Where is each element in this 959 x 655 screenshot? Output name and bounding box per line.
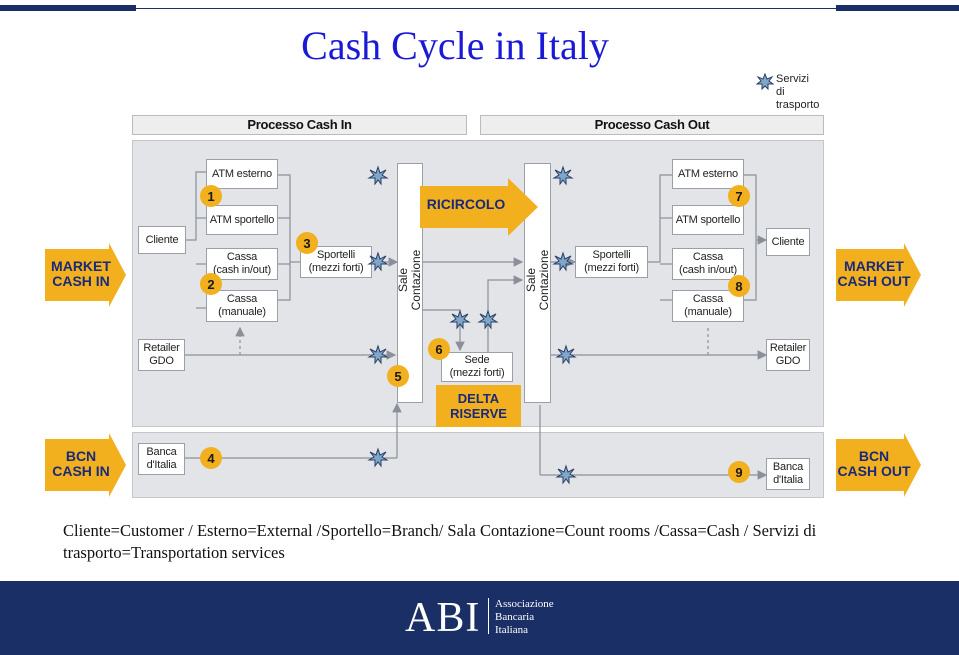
step-number: 8 xyxy=(728,275,750,297)
step-number: 9 xyxy=(728,461,750,483)
market-cash-in-arrow xyxy=(45,243,126,307)
footnote: Cliente=Customer / Esterno=External /Spo… xyxy=(63,521,817,562)
star-icon xyxy=(367,251,389,272)
right-atm-sportello-box: ATM sportello xyxy=(672,205,744,235)
sale-contazione-left xyxy=(397,163,423,403)
right-retailer-box: Retailer GDO xyxy=(766,339,810,371)
star-icon xyxy=(555,464,577,485)
right-cassa-manuale-box: Cassa (manuale) xyxy=(672,290,744,322)
star-icon xyxy=(449,309,471,330)
bcn-panel xyxy=(132,432,824,498)
legend-label: Servizi di trasporto xyxy=(776,73,820,111)
header-cash-in: Processo Cash In xyxy=(132,115,467,135)
delta-riserve-box: DELTA RISERVE xyxy=(436,385,521,427)
right-atm-esterno-box: ATM esterno xyxy=(672,159,744,189)
page-title: Cash Cycle in Italy xyxy=(301,23,609,68)
left-banca-box: Banca d'Italia xyxy=(138,443,185,475)
star-icon xyxy=(555,344,577,365)
star-icon xyxy=(367,447,389,468)
bcn-cash-in-arrow xyxy=(45,433,126,497)
logo-divider xyxy=(488,598,489,634)
step-number: 6 xyxy=(428,338,450,360)
step-number: 1 xyxy=(200,185,222,207)
star-icon xyxy=(755,72,775,91)
star-icon xyxy=(367,344,389,365)
left-cassa-manuale-box: Cassa (manuale) xyxy=(206,290,278,322)
sede-box: Sede (mezzi forti) xyxy=(441,352,513,382)
star-icon xyxy=(477,309,499,330)
ricircolo-label: RICIRCOLO xyxy=(426,196,506,212)
star-icon xyxy=(552,165,574,186)
footer-bar xyxy=(0,581,959,655)
header-cash-out: Processo Cash Out xyxy=(480,115,824,135)
left-sportelli-box: Sportelli (mezzi forti) xyxy=(300,246,372,278)
step-number: 7 xyxy=(728,185,750,207)
ricircolo-arrow xyxy=(420,178,538,236)
top-bar-left xyxy=(0,5,136,11)
abi-logo: ABI xyxy=(405,595,481,641)
top-bar-right xyxy=(836,5,959,11)
left-atm-sportello-box: ATM sportello xyxy=(206,205,278,235)
step-number: 2 xyxy=(200,273,222,295)
bcn-cash-out-arrow xyxy=(836,433,921,497)
step-number: 3 xyxy=(296,232,318,254)
step-number: 4 xyxy=(200,447,222,469)
abi-org-name: Associazione Bancaria Italiana xyxy=(495,598,554,636)
right-cassa-inout-box: Cassa (cash in/out) xyxy=(672,248,744,280)
market-cash-in-label: MARKET CASH IN xyxy=(51,258,111,289)
star-icon xyxy=(367,165,389,186)
bcn-cash-out-label: BCN CASH OUT xyxy=(837,448,911,479)
step-number: 5 xyxy=(387,365,409,387)
left-atm-esterno-box: ATM esterno xyxy=(206,159,278,189)
left-retailer-box: Retailer GDO xyxy=(138,339,185,371)
right-sportelli-box: Sportelli (mezzi forti) xyxy=(575,246,648,278)
right-cliente-box: Cliente xyxy=(766,228,810,256)
legend: Servizi di trasporto xyxy=(755,72,819,111)
right-banca-box: Banca d'Italia xyxy=(766,458,810,490)
left-cliente-box: Cliente xyxy=(138,226,186,254)
bcn-cash-in-label: BCN CASH IN xyxy=(52,448,110,479)
market-cash-out-label: MARKET CASH OUT xyxy=(837,258,911,289)
top-rule xyxy=(136,8,836,9)
star-icon xyxy=(552,251,574,272)
market-cash-out-arrow xyxy=(836,243,921,307)
